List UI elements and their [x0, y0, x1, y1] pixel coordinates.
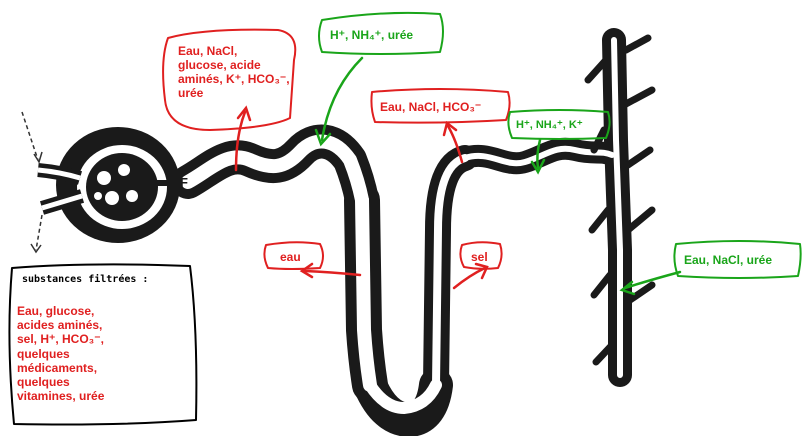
label-secr-distal: H⁺, NH₄⁺, K⁺ [516, 119, 583, 132]
label-secr-pct: H⁺, NH₄⁺, urée [330, 28, 413, 42]
label-sel: sel [471, 250, 488, 264]
label-filtration: F [180, 176, 188, 190]
bowman-capsule [38, 127, 180, 243]
label-collecteur: Eau, NaCl, urée [684, 253, 772, 267]
label-reabs-pct: Eau, NaCl, glucose, acide aminés, K⁺, HC… [178, 44, 290, 100]
label-eau: eau [280, 250, 301, 264]
filtered-substances-title: substances filtrées : [22, 274, 192, 286]
label-reabs-ascend: Eau, NaCl, HCO₃⁻ [380, 100, 481, 114]
blood-in-arrow-icon [22, 112, 38, 160]
glomerulus [86, 153, 158, 221]
blood-out-arrow-icon [36, 215, 42, 250]
filtered-substances-list: Eau, glucose, acides aminés, sel, H⁺, HC… [17, 304, 192, 403]
